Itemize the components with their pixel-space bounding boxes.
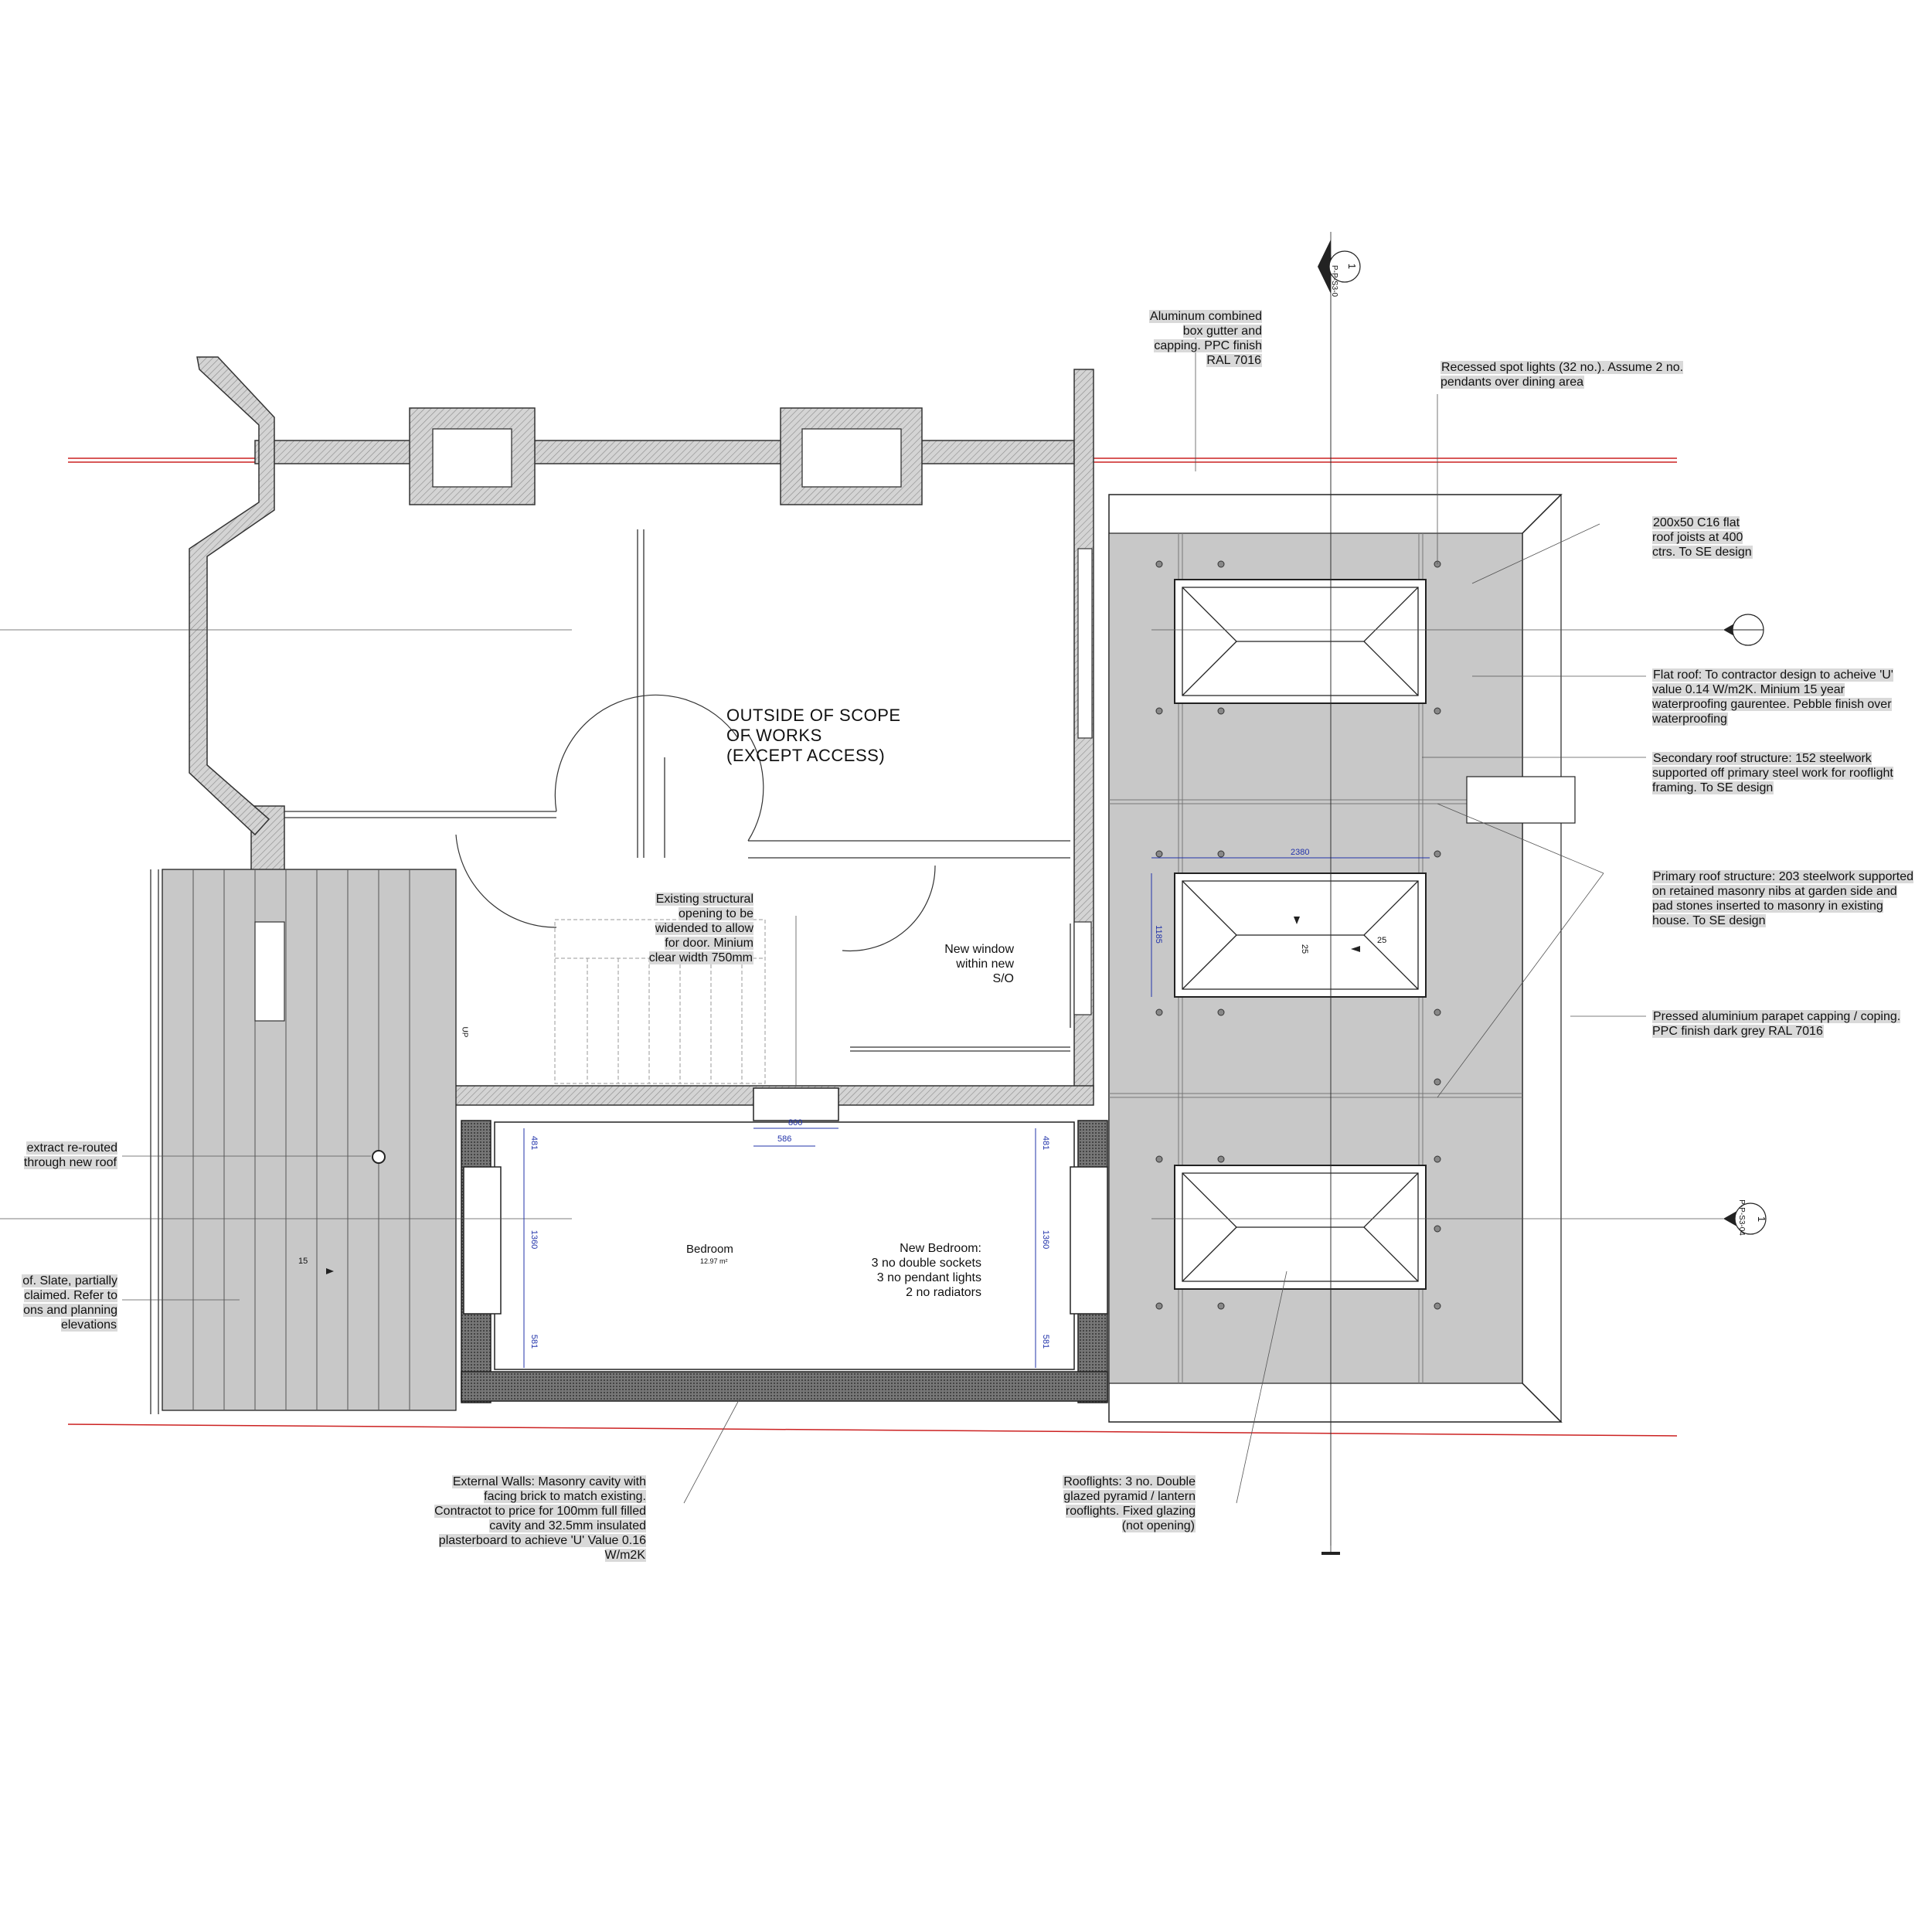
section-right-ref: P-P-S3-04	[1736, 1199, 1746, 1236]
slate-roof	[150, 869, 457, 1414]
dim-slope-15: 15	[298, 1257, 308, 1266]
note-structural-opening: Existing structural opening to be widend…	[648, 893, 753, 964]
flat-roof	[1108, 494, 1576, 1423]
extension-walls	[461, 1087, 1108, 1403]
section-top-ref: P-P-S3-0	[1330, 264, 1339, 298]
bedroom-name: Bedroom	[686, 1243, 733, 1256]
dim-2380: 2380	[1291, 848, 1310, 857]
note-flat-roof: Flat roof: To contractor design to achei…	[1652, 668, 1893, 726]
dim-581-left: 581	[529, 1334, 539, 1349]
section-right-number: 1	[1756, 1216, 1768, 1223]
note-extract: extract re-routed through new roof	[23, 1141, 117, 1169]
dim-800: 800	[788, 1118, 803, 1128]
stair-up-label: UP	[460, 1026, 469, 1038]
note-primary-structure: Primary roof structure: 203 steelwork su…	[1652, 870, 1914, 927]
section-marker-top	[1318, 232, 1361, 1555]
windows	[254, 548, 1093, 1022]
note-spotlights: Recessed spot lights (32 no.). Assume 2 …	[1440, 361, 1684, 389]
scope-label: OUTSIDE OF SCOPE OF WORKS (EXCEPT ACCESS…	[726, 706, 901, 765]
dim-1360-left: 1360	[529, 1230, 539, 1250]
note-new-bedroom: New Bedroom: 3 no double sockets 3 no pe…	[871, 1242, 981, 1299]
note-joists: 200x50 C16 flat roof joists at 400 ctrs.…	[1652, 516, 1753, 559]
interior-walls	[284, 529, 1071, 1052]
dim-slope-25a: 25	[1300, 944, 1310, 954]
section-marker-right	[1723, 614, 1767, 1235]
bedroom-area: 12.97 m²	[700, 1257, 728, 1265]
note-secondary-structure: Secondary roof structure: 152 steelwork …	[1652, 752, 1893, 794]
dim-slope-25b: 25	[1377, 936, 1387, 945]
note-slate: of. Slate, partially claimed. Refer to o…	[22, 1274, 117, 1332]
dim-481-right: 481	[1041, 1135, 1051, 1151]
dim-1360-right: 1360	[1041, 1230, 1051, 1250]
note-rooflights: Rooflights: 3 no. Double glazed pyramid …	[1063, 1475, 1196, 1532]
section-top-number: 1	[1346, 263, 1359, 270]
dim-481-left: 481	[529, 1135, 539, 1151]
dim-586: 586	[777, 1134, 792, 1144]
note-external-walls: External Walls: Masonry cavity with faci…	[434, 1475, 646, 1562]
note-parapet: Pressed aluminium parapet capping / copi…	[1652, 1010, 1901, 1038]
dim-581-right: 581	[1041, 1334, 1051, 1349]
dim-1185: 1185	[1153, 925, 1163, 944]
note-gutter: Aluminum combined box gutter and capping…	[1149, 310, 1262, 367]
note-new-window: New window within new S/O	[944, 943, 1014, 985]
